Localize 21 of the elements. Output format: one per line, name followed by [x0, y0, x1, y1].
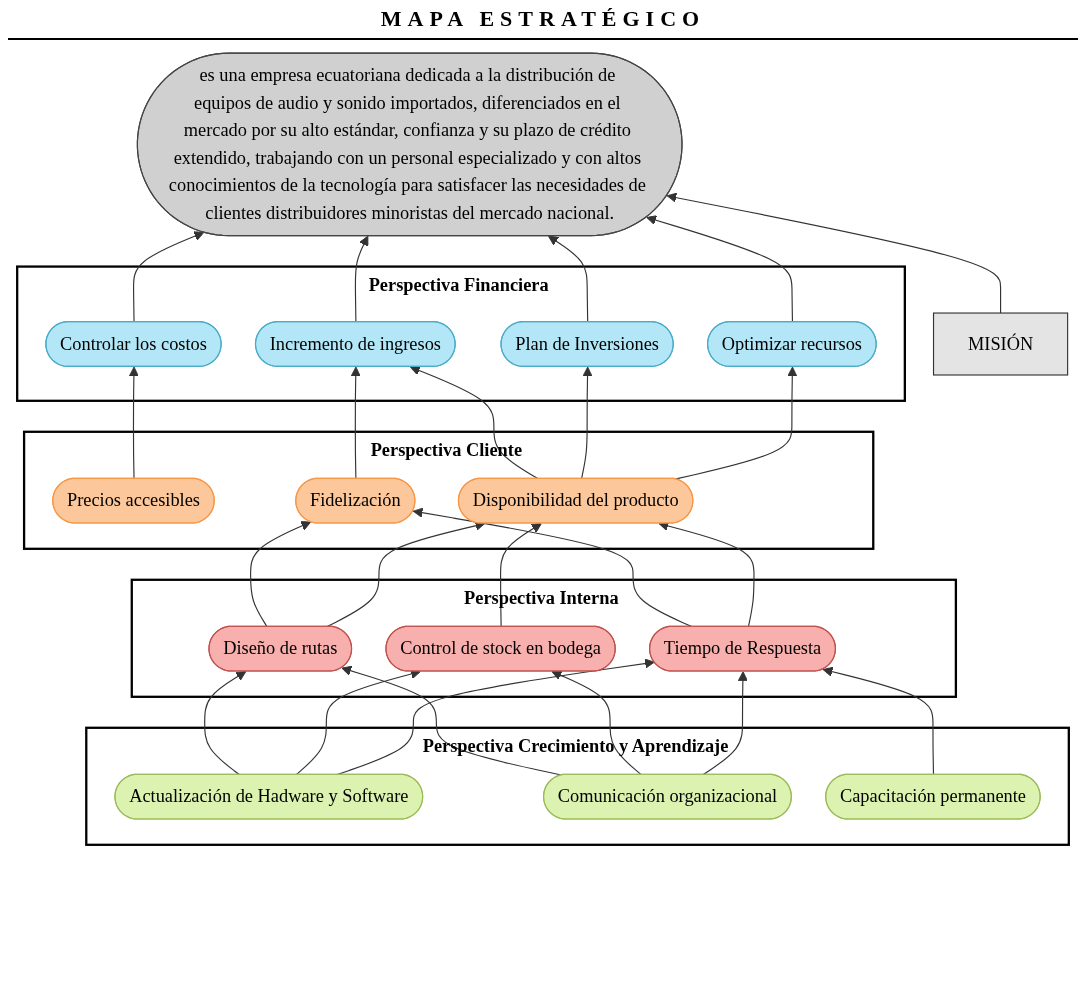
arrow — [133, 231, 205, 323]
arrow — [658, 521, 755, 628]
arrow — [354, 235, 369, 323]
arrow — [674, 366, 798, 480]
arrow — [666, 192, 1002, 314]
arrow — [350, 366, 361, 480]
arrow — [500, 523, 542, 628]
arrow — [412, 507, 693, 628]
arrow — [702, 671, 748, 776]
arrow — [204, 671, 247, 776]
arrow — [822, 666, 935, 776]
arrow — [128, 366, 139, 480]
arrow — [250, 521, 312, 628]
arrow — [646, 215, 794, 323]
diagram-title: MAPA ESTRATÉGICO — [8, 0, 1078, 40]
node-box: MISIÓN — [932, 312, 1069, 376]
arrow — [580, 366, 593, 480]
arrow — [548, 235, 589, 323]
arrow — [295, 669, 421, 776]
arrow — [551, 670, 642, 776]
arrow — [410, 365, 539, 480]
